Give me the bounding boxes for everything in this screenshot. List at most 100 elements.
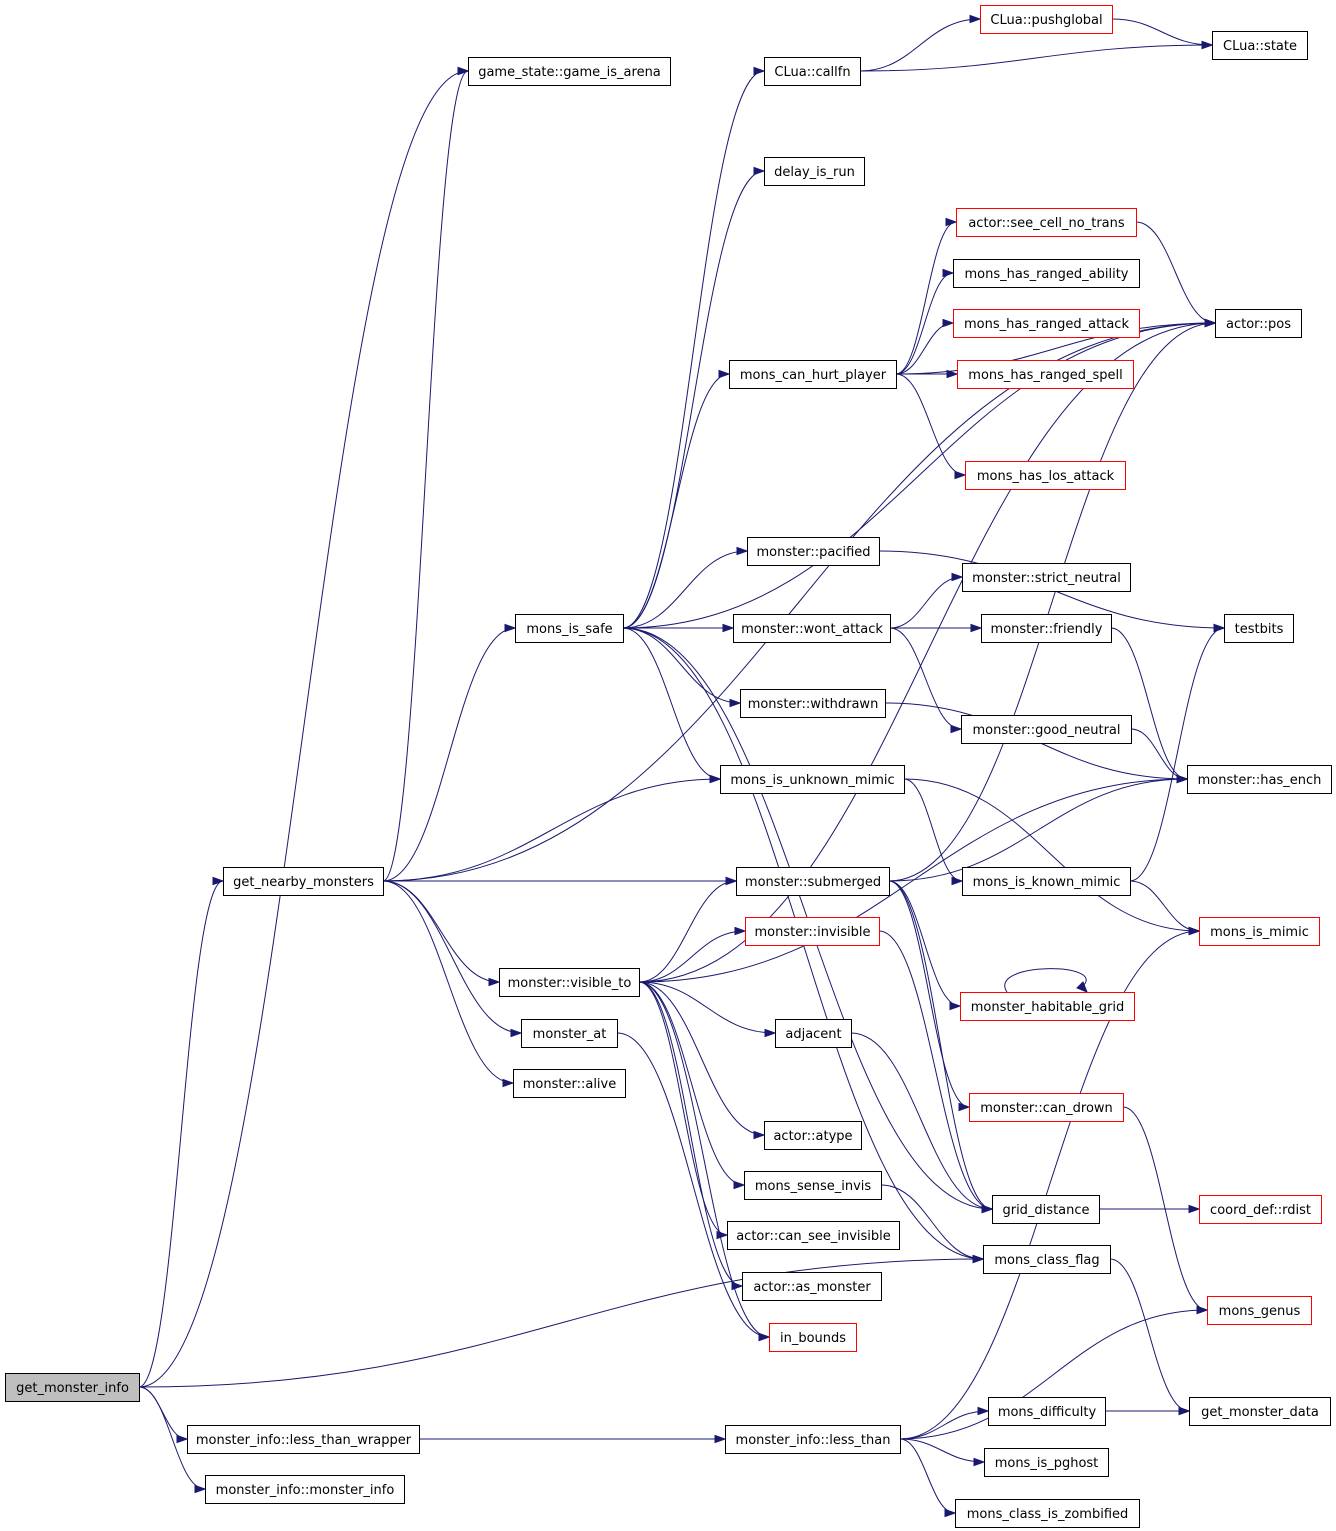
edge-line	[622, 70, 765, 629]
node-monster-visible-to[interactable]: monster::visible_to	[499, 968, 640, 997]
edge-arrowhead	[958, 1102, 971, 1112]
node-label: CLua::pushglobal	[990, 13, 1102, 28]
node-box	[764, 57, 861, 86]
node-monster-friendly[interactable]: monster::friendly	[981, 614, 1112, 643]
node-mons-genus[interactable]: mons_genus	[1207, 1296, 1312, 1325]
edge-mons-is-safe-to-monster-wont-attack	[623, 623, 735, 633]
edge-arrowhead	[950, 724, 963, 734]
edge-line	[638, 981, 728, 1236]
node-actor-pos[interactable]: actor::pos	[1215, 309, 1302, 338]
edge-arrowhead	[1178, 1406, 1191, 1416]
node-adjacent[interactable]: adjacent	[775, 1019, 852, 1048]
node-mons-has-los-attack[interactable]: mons_has_los_attack	[965, 461, 1126, 490]
node-label: monster_info::less_than	[736, 1433, 891, 1448]
node-grid-distance[interactable]: grid_distance	[992, 1195, 1100, 1224]
node-label: monster::pacified	[756, 545, 870, 560]
node-label: CLua::state	[1223, 39, 1297, 54]
node-actor-can-see-invisible[interactable]: actor::can_see_invisible	[727, 1221, 900, 1250]
edge-line	[1129, 627, 1225, 882]
edge-get-nearby-monsters-to-monster-alive	[382, 880, 515, 1088]
node-mons-has-ranged-attack[interactable]: mons_has_ranged_attack	[953, 309, 1140, 338]
node-mons-is-mimic[interactable]: mons_is_mimic	[1199, 917, 1320, 946]
node-mons-is-pghost[interactable]: mons_is_pghost	[984, 1448, 1109, 1477]
node-label: get_monster_info	[16, 1381, 129, 1396]
node-label: monster_at	[533, 1027, 607, 1042]
node-mons-has-ranged-spell[interactable]: mons_has_ranged_spell	[957, 360, 1134, 389]
edge-get-monster-info-to-get-nearby-monsters	[138, 876, 225, 1388]
node-monster-strict-neutral[interactable]: monster::strict_neutral	[962, 563, 1131, 592]
node-box	[1212, 31, 1308, 60]
node-monster-habitable-grid[interactable]: monster_habitable_grid	[960, 992, 1135, 1021]
edge-line	[138, 880, 224, 1388]
edge-mons-sense-invis-to-mons-class-flag	[880, 1184, 985, 1264]
edge-line	[638, 981, 745, 1186]
node-mons-class-is-zombified[interactable]: mons_class_is_zombified	[955, 1499, 1140, 1528]
edge-arrowhead	[951, 876, 964, 886]
node-box	[727, 1221, 900, 1250]
node-mons-difficulty[interactable]: mons_difficulty	[988, 1397, 1106, 1426]
node-get-monster-info[interactable]: get_monster_info	[5, 1373, 140, 1402]
edge-mons-is-unknown-mimic-to-mons-is-known-mimic	[903, 778, 964, 886]
node-game-is-arena[interactable]: game_state::game_is_arena	[468, 57, 671, 86]
node-monster-good-neutral[interactable]: monster::good_neutral	[961, 715, 1132, 744]
node-clua-pushglobal[interactable]: CLua::pushglobal	[980, 5, 1113, 34]
edge-line	[382, 322, 1216, 882]
node-actor-atype[interactable]: actor::atype	[764, 1121, 862, 1150]
edge-line	[382, 778, 721, 882]
node-mons-is-known-mimic[interactable]: mons_is_known_mimic	[962, 867, 1131, 896]
node-box	[1199, 917, 1320, 946]
edge-arrowhead	[951, 572, 964, 582]
node-mons-class-flag[interactable]: mons_class_flag	[983, 1245, 1111, 1274]
node-monster-invisible[interactable]: monster::invisible	[745, 917, 880, 946]
node-box	[5, 1373, 140, 1402]
edge-line	[899, 930, 1200, 1440]
edge-less-than-to-mons-genus	[899, 1305, 1209, 1440]
node-mons-has-ranged-ability[interactable]: mons_has_ranged_ability	[953, 259, 1140, 288]
edge-mons-difficulty-to-get-monster-data	[1104, 1406, 1191, 1416]
node-monster-has-ench[interactable]: monster::has_ench	[1187, 765, 1332, 794]
node-box	[736, 867, 890, 896]
edge-arrowhead	[1213, 623, 1226, 633]
node-monster-info-ctor[interactable]: monster_info::monster_info	[205, 1475, 405, 1504]
node-box	[764, 157, 865, 186]
node-clua-callfn[interactable]: CLua::callfn	[764, 57, 861, 86]
node-get-monster-data[interactable]: get_monster_data	[1189, 1397, 1331, 1426]
node-mons-is-unknown-mimic[interactable]: mons_is_unknown_mimic	[720, 765, 905, 794]
node-box	[729, 360, 897, 389]
node-in-bounds[interactable]: in_bounds	[769, 1323, 857, 1352]
node-monster-alive[interactable]: monster::alive	[513, 1069, 626, 1098]
node-mons-can-hurt-player[interactable]: mons_can_hurt_player	[729, 360, 897, 389]
node-monster-wont-attack[interactable]: monster::wont_attack	[733, 614, 891, 643]
node-monster-submerged[interactable]: monster::submerged	[736, 867, 890, 896]
edge-line	[622, 322, 1216, 629]
node-monster-pacified[interactable]: monster::pacified	[747, 537, 880, 566]
edge-arrowhead	[764, 1028, 777, 1038]
edge-line	[622, 627, 721, 780]
node-get-nearby-monsters[interactable]: get_nearby_monsters	[223, 867, 384, 896]
node-label: actor::can_see_invisible	[736, 1229, 891, 1244]
node-coord-def-rdist[interactable]: coord_def::rdist	[1199, 1195, 1322, 1224]
node-less-than-wrapper[interactable]: monster_info::less_than_wrapper	[187, 1425, 420, 1454]
node-monster-withdrawn[interactable]: monster::withdrawn	[740, 689, 886, 718]
node-label: monster::withdrawn	[748, 697, 879, 712]
node-delay-is-run[interactable]: delay_is_run	[764, 157, 865, 186]
node-mons-is-safe[interactable]: mons_is_safe	[515, 614, 624, 643]
node-testbits[interactable]: testbits	[1224, 614, 1294, 643]
node-box	[521, 1019, 618, 1048]
node-less-than[interactable]: monster_info::less_than	[725, 1425, 901, 1454]
node-label: monster::good_neutral	[972, 723, 1120, 738]
node-monster-can-drown[interactable]: monster::can_drown	[969, 1093, 1124, 1122]
node-label: testbits	[1235, 622, 1284, 637]
node-box	[955, 1499, 1140, 1528]
edge-line	[1111, 18, 1213, 46]
node-actor-as-monster[interactable]: actor::as_monster	[742, 1272, 882, 1301]
node-clua-state[interactable]: CLua::state	[1212, 31, 1308, 60]
node-monster-at[interactable]: monster_at	[521, 1019, 618, 1048]
nodes-layer: get_monster_info game_state::game_is_aren…	[5, 5, 1332, 1528]
node-mons-sense-invis[interactable]: mons_sense_invis	[744, 1171, 882, 1200]
node-label: mons_is_pghost	[995, 1456, 1099, 1471]
edge-line	[382, 880, 522, 1034]
node-box	[769, 1323, 857, 1352]
node-box	[960, 992, 1135, 1021]
node-actor-see-cell-no-trans[interactable]: actor::see_cell_no_trans	[956, 208, 1137, 237]
